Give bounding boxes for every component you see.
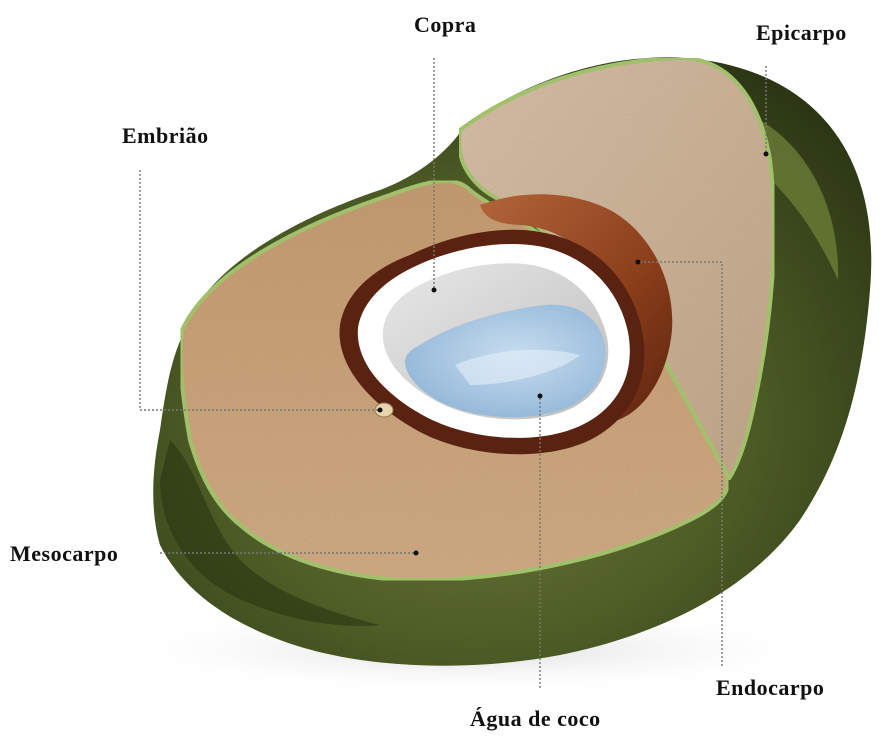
label-agua-de-coco: Água de coco [470,706,601,732]
label-embriao: Embrião [122,123,209,149]
leader-dot-epicarpo [764,152,769,157]
leader-dot-copra [432,288,437,293]
leader-dot-agua [538,394,543,399]
leader-dot-endocarpo [636,260,641,265]
label-copra: Copra [414,12,476,38]
leader-dot-mesocarpo [414,551,419,556]
label-epicarpo: Epicarpo [756,20,847,46]
label-endocarpo: Endocarpo [716,675,824,701]
label-mesocarpo: Mesocarpo [10,541,118,567]
leader-dot-embriao [378,408,383,413]
